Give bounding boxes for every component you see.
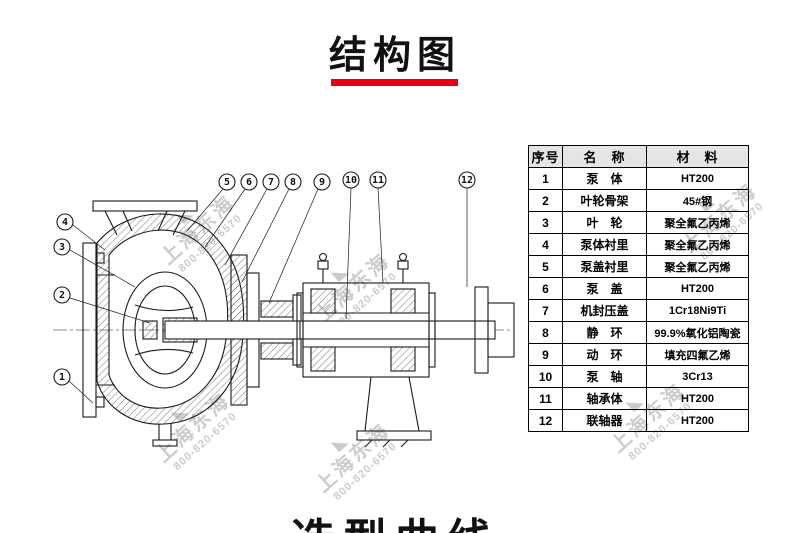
header-name: 名 称: [562, 145, 647, 168]
cell-name: 泵 轴: [562, 365, 647, 388]
coupling: [474, 286, 515, 374]
cell-no: 10: [528, 365, 563, 388]
callout-7: 7: [262, 173, 280, 191]
cell-no: 5: [528, 255, 563, 278]
table-row: 8 静 环 99.9%氧化铝陶瓷: [528, 321, 749, 344]
callout-2: 2: [53, 286, 71, 304]
table-row: 10 泵 轴 3Cr13: [528, 365, 749, 388]
cell-no: 7: [528, 299, 563, 322]
table-row: 4 泵体衬里 聚全氟乙丙烯: [528, 233, 749, 256]
callout-11: 11: [369, 171, 387, 189]
svg-text:1: 1: [59, 372, 65, 383]
svg-text:2: 2: [59, 290, 65, 301]
callout-6: 6: [240, 173, 258, 191]
table-row: 9 动 环 填充四氟乙烯: [528, 343, 749, 366]
callout-10: 10: [342, 171, 360, 189]
cell-name: 机封压盖: [562, 299, 647, 322]
leader-lines: [68, 187, 468, 404]
cell-material: 聚全氟乙丙烯: [646, 211, 749, 234]
cell-material: HT200: [646, 277, 749, 300]
page-title: 结构图: [328, 35, 461, 77]
callout-1: 1: [53, 368, 71, 386]
cell-name: 泵盖衬里: [562, 255, 647, 278]
cell-material: 1Cr18Ni9Ti: [646, 299, 749, 322]
cell-material: 45#钢: [646, 189, 749, 212]
svg-text:9: 9: [319, 177, 325, 188]
table-row: 12 联轴器 HT200: [528, 409, 749, 432]
callout-9: 9: [313, 173, 331, 191]
cell-name: 静 环: [562, 321, 647, 344]
cell-material: 3Cr13: [646, 365, 749, 388]
cell-no: 6: [528, 277, 563, 300]
cell-name: 泵 盖: [562, 277, 647, 300]
cell-name: 泵体衬里: [562, 233, 647, 256]
header-no: 序号: [528, 145, 563, 168]
cell-no: 9: [528, 343, 563, 366]
svg-text:5: 5: [224, 177, 230, 188]
cell-name: 轴承体: [562, 387, 647, 410]
pump-shaft: [164, 320, 496, 340]
svg-text:10: 10: [345, 175, 357, 186]
cell-no: 2: [528, 189, 563, 212]
cell-material: HT200: [646, 167, 749, 190]
cell-no: 3: [528, 211, 563, 234]
pump-structure-drawing: 1 2 3 4 5: [35, 135, 525, 490]
casing-drain: [152, 424, 178, 447]
table-row: 1 泵 体 HT200: [528, 167, 749, 190]
bottom-section-title: 选型曲线: [0, 504, 790, 533]
table-row: 2 叶轮骨架 45#钢: [528, 189, 749, 212]
header-material: 材 料: [646, 145, 749, 168]
svg-text:8: 8: [290, 177, 296, 188]
discharge-flange: [92, 200, 198, 236]
cell-material: HT200: [646, 387, 749, 410]
cell-name: 泵 体: [562, 167, 647, 190]
svg-text:4: 4: [62, 217, 68, 228]
cell-no: 4: [528, 233, 563, 256]
table-row: 7 机封压盖 1Cr18Ni9Ti: [528, 299, 749, 322]
cell-no: 1: [528, 167, 563, 190]
callout-5: 5: [218, 173, 236, 191]
callout-4: 4: [56, 213, 74, 231]
cell-name: 叶 轮: [562, 211, 647, 234]
grease-cup-icon: [397, 252, 409, 283]
table-row: 11 轴承体 HT200: [528, 387, 749, 410]
cell-no: 12: [528, 409, 563, 432]
cell-no: 11: [528, 387, 563, 410]
cell-material: 聚全氟乙丙烯: [646, 255, 749, 278]
table-row: 3 叶 轮 聚全氟乙丙烯: [528, 211, 749, 234]
cell-material: 聚全氟乙丙烯: [646, 233, 749, 256]
callout-3: 3: [53, 238, 71, 256]
cell-name: 联轴器: [562, 409, 647, 432]
title-underline: [331, 79, 458, 86]
callout-8: 8: [284, 173, 302, 191]
pump-drawing-svg: 1 2 3 4 5: [53, 171, 515, 448]
svg-text:3: 3: [59, 242, 65, 253]
table-row: 5 泵盖衬里 聚全氟乙丙烯: [528, 255, 749, 278]
cell-material: 填充四氟乙烯: [646, 343, 749, 366]
support-foot: [356, 376, 432, 448]
bearing-housing: [296, 282, 436, 378]
svg-text:7: 7: [268, 177, 274, 188]
cell-material: 99.9%氧化铝陶瓷: [646, 321, 749, 344]
svg-text:11: 11: [372, 175, 384, 186]
svg-text:6: 6: [246, 177, 252, 188]
table-row: 6 泵 盖 HT200: [528, 277, 749, 300]
parts-table: 序号 名 称 材 料 1 泵 体 HT200 2 叶轮骨架 45#钢 3 叶 轮…: [528, 145, 749, 432]
table-header-row: 序号 名 称 材 料: [528, 145, 749, 168]
cell-material: HT200: [646, 409, 749, 432]
cell-name: 叶轮骨架: [562, 189, 647, 212]
svg-text:12: 12: [461, 175, 473, 186]
cell-name: 动 环: [562, 343, 647, 366]
cell-no: 8: [528, 321, 563, 344]
grease-cup-icon: [317, 252, 329, 283]
callout-12: 12: [458, 171, 476, 189]
